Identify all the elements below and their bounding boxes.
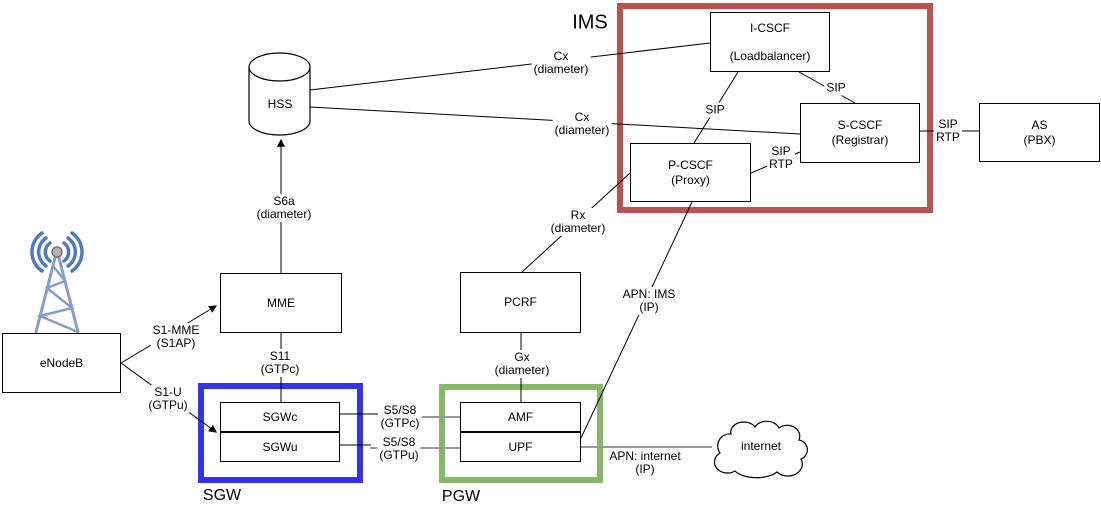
sgw-group-label: SGW	[202, 487, 242, 504]
node-scscf: S-CSCF(Registrar)	[800, 103, 920, 163]
edge-label-sip-icscf-pcscf: SIP	[703, 102, 727, 118]
internet-cloud	[713, 420, 808, 479]
pgw-group-label: PGW	[441, 488, 481, 505]
antenna-icon	[30, 231, 84, 334]
node-enodeb: eNodeB	[2, 333, 121, 393]
internet-label: internet	[740, 439, 782, 453]
edge-label-apn-internet: APN: internet(IP)	[607, 449, 683, 477]
edge-label-s6a: S6a(diameter)	[254, 194, 314, 222]
edge-label-gx: Gx(diameter)	[492, 350, 552, 378]
edge-apn-ims-upf-pcscf	[580, 201, 693, 439]
node-as-pbx: AS(PBX)	[979, 103, 1100, 162]
hss-cylinder	[248, 52, 311, 136]
edge-label-apn-ims: APN: IMS(IP)	[620, 287, 678, 315]
node-sgwu: SGWu	[220, 432, 340, 462]
edge-label-s1-mme: S1-MME(S1AP)	[150, 323, 202, 351]
edge-label-s5s8-gtpu: S5/S8(GTPu)	[377, 435, 421, 463]
hss-label: HSS	[267, 97, 293, 111]
edge-label-s5s8-gtpc: S5/S8(GTPc)	[378, 403, 422, 431]
node-pcscf: P-CSCF(Proxy)	[630, 143, 751, 202]
node-upf: UPF	[460, 432, 581, 462]
edge-label-cx-icscf: Cx(diameter)	[531, 49, 591, 77]
ims-group-border	[617, 3, 933, 213]
edge-label-s11: S11(GTPc)	[258, 349, 302, 377]
node-mme: MME	[220, 273, 342, 333]
edge-cx-hss-icscf	[309, 42, 711, 91]
node-sgwc: SGWc	[220, 402, 340, 432]
node-amf: AMF	[460, 402, 581, 432]
edge-label-cx-scscf: Cx(diameter)	[552, 110, 612, 138]
node-icscf: I-CSCF(Loadbalancer)	[710, 12, 830, 72]
node-pcrf: PCRF	[460, 272, 581, 333]
edge-label-rx: Rx(diameter)	[548, 208, 608, 236]
ims-group-label: IMS	[572, 11, 608, 34]
edge-label-s1-u: S1-U(GTPu)	[146, 385, 190, 413]
edge-label-sip-icscf-scscf: SIP	[824, 80, 848, 96]
